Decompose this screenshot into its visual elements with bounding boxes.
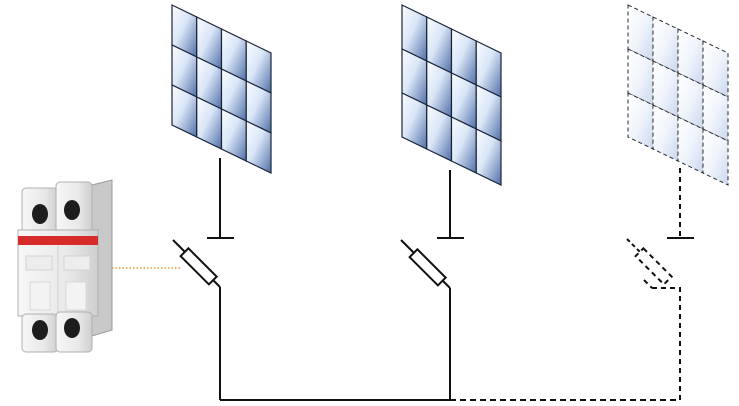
fuse-disconnector-icon xyxy=(17,179,113,353)
panel-2-cell xyxy=(475,128,502,186)
panel-1-wiring xyxy=(172,158,234,400)
fuse-1 xyxy=(179,246,219,286)
panel-2-wiring xyxy=(400,170,464,400)
pv-panel-1 xyxy=(171,4,272,174)
fuse-3-lead-out xyxy=(643,279,653,289)
panel-3-wiring-optional xyxy=(643,168,681,400)
fuse-1-lead-in xyxy=(172,239,187,254)
panel-1-cell xyxy=(245,120,272,174)
fuse-2 xyxy=(408,247,448,287)
pv-panel-3-optional xyxy=(627,4,729,186)
panel-3-cell xyxy=(702,128,729,186)
fuse-3-lead-in xyxy=(626,238,641,253)
fuse-2-lead-in xyxy=(400,239,415,254)
pv-panel-2 xyxy=(401,4,502,186)
panel-3-down-wire xyxy=(652,287,681,400)
fuse-3-optional xyxy=(634,246,674,286)
